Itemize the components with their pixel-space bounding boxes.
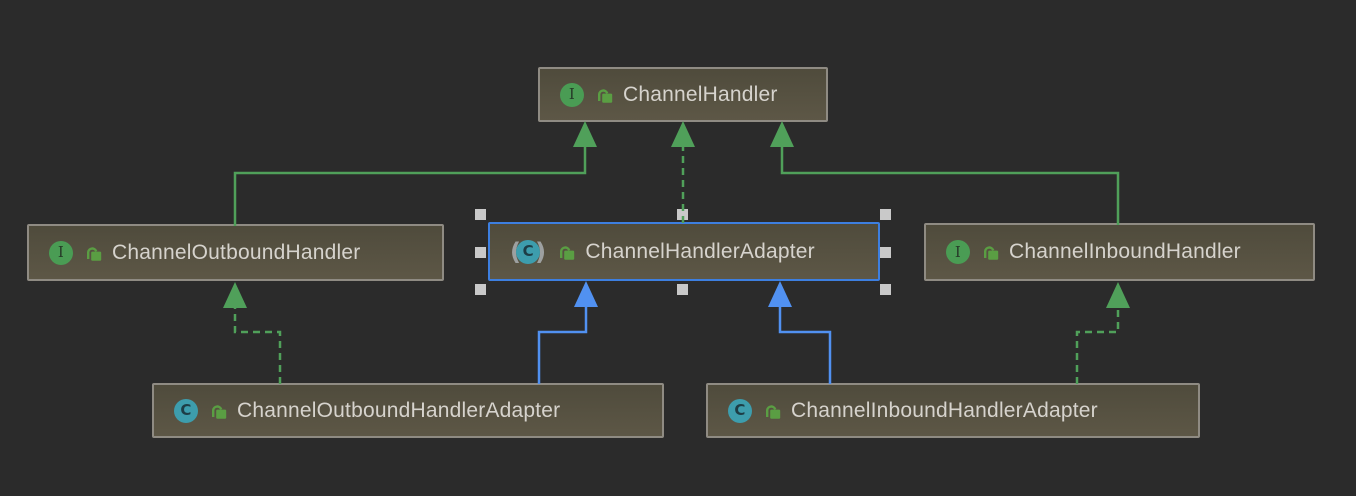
class-icon: C [516,239,541,264]
class-icon: C [174,398,198,423]
abstract-paren: ( [510,240,521,264]
unlocked-padlock-icon [982,243,999,261]
edge-channelinboundhandleradapter-extends-channelhandleradapter[interactable] [768,281,832,384]
edge-channelinboundhandleradapter-implements-channelinboundhandler[interactable] [1075,282,1130,384]
class-icon: C [728,398,752,423]
node-label: ChannelHandler [623,82,778,106]
selection-handle-middle-right[interactable] [880,247,891,258]
arrowhead [770,121,794,147]
node-channeloutboundhandleradapter[interactable]: C ChannelOutboundHandlerAdapter [152,383,664,438]
edge-channelinboundhandler-extends-channelhandler[interactable] [770,121,1120,225]
unlocked-padlock-icon [764,402,781,420]
arrowhead [1106,282,1130,308]
arrowhead [223,282,247,308]
unlocked-padlock-icon [210,402,227,420]
node-label: ChannelOutboundHandlerAdapter [237,398,561,422]
selection-handle-top-left[interactable] [475,209,486,220]
edge-channeloutboundhandleradapter-implements-channeloutboundhandler[interactable] [223,282,282,384]
node-channelhandler[interactable]: I ChannelHandler [538,67,828,122]
selection-handle-middle-left[interactable] [475,247,486,258]
arrowhead [573,121,597,147]
node-label: ChannelInboundHandlerAdapter [791,398,1098,422]
arrowhead [671,121,695,147]
arrowhead [768,281,792,307]
unlocked-padlock-icon [85,244,102,262]
abstract-class-icon: ( C ) [510,237,547,266]
selection-handle-bottom-middle[interactable] [677,284,688,295]
node-label: ChannelInboundHandler [1009,240,1241,263]
edge-channelhandleradapter-implements-channelhandler[interactable] [671,121,695,223]
selection-handle-bottom-left[interactable] [475,284,486,295]
selection-handle-top-middle[interactable] [677,209,688,220]
edge-channeloutboundhandleradapter-extends-channelhandleradapter[interactable] [537,281,598,384]
interface-icon: I [49,240,73,265]
interface-icon: I [946,240,970,264]
arrowhead [574,281,598,307]
node-channelinboundhandleradapter[interactable]: C ChannelInboundHandlerAdapter [706,383,1200,438]
interface-icon: I [560,82,584,107]
edge-channeloutboundhandler-extends-channelhandler[interactable] [233,121,597,226]
node-label: ChannelOutboundHandler [112,240,361,264]
unlocked-padlock-icon [558,243,575,261]
abstract-paren: ) [535,237,547,266]
node-channelhandleradapter[interactable]: ( C ) ChannelHandlerAdapter [488,222,880,281]
unlocked-padlock-icon [596,86,613,104]
selection-handle-top-right[interactable] [880,209,891,220]
node-channeloutboundhandler[interactable]: I ChannelOutboundHandler [27,224,444,281]
node-channelinboundhandler[interactable]: I ChannelInboundHandler [924,223,1315,281]
selection-handle-bottom-right[interactable] [880,284,891,295]
node-label: ChannelHandlerAdapter [585,239,815,263]
